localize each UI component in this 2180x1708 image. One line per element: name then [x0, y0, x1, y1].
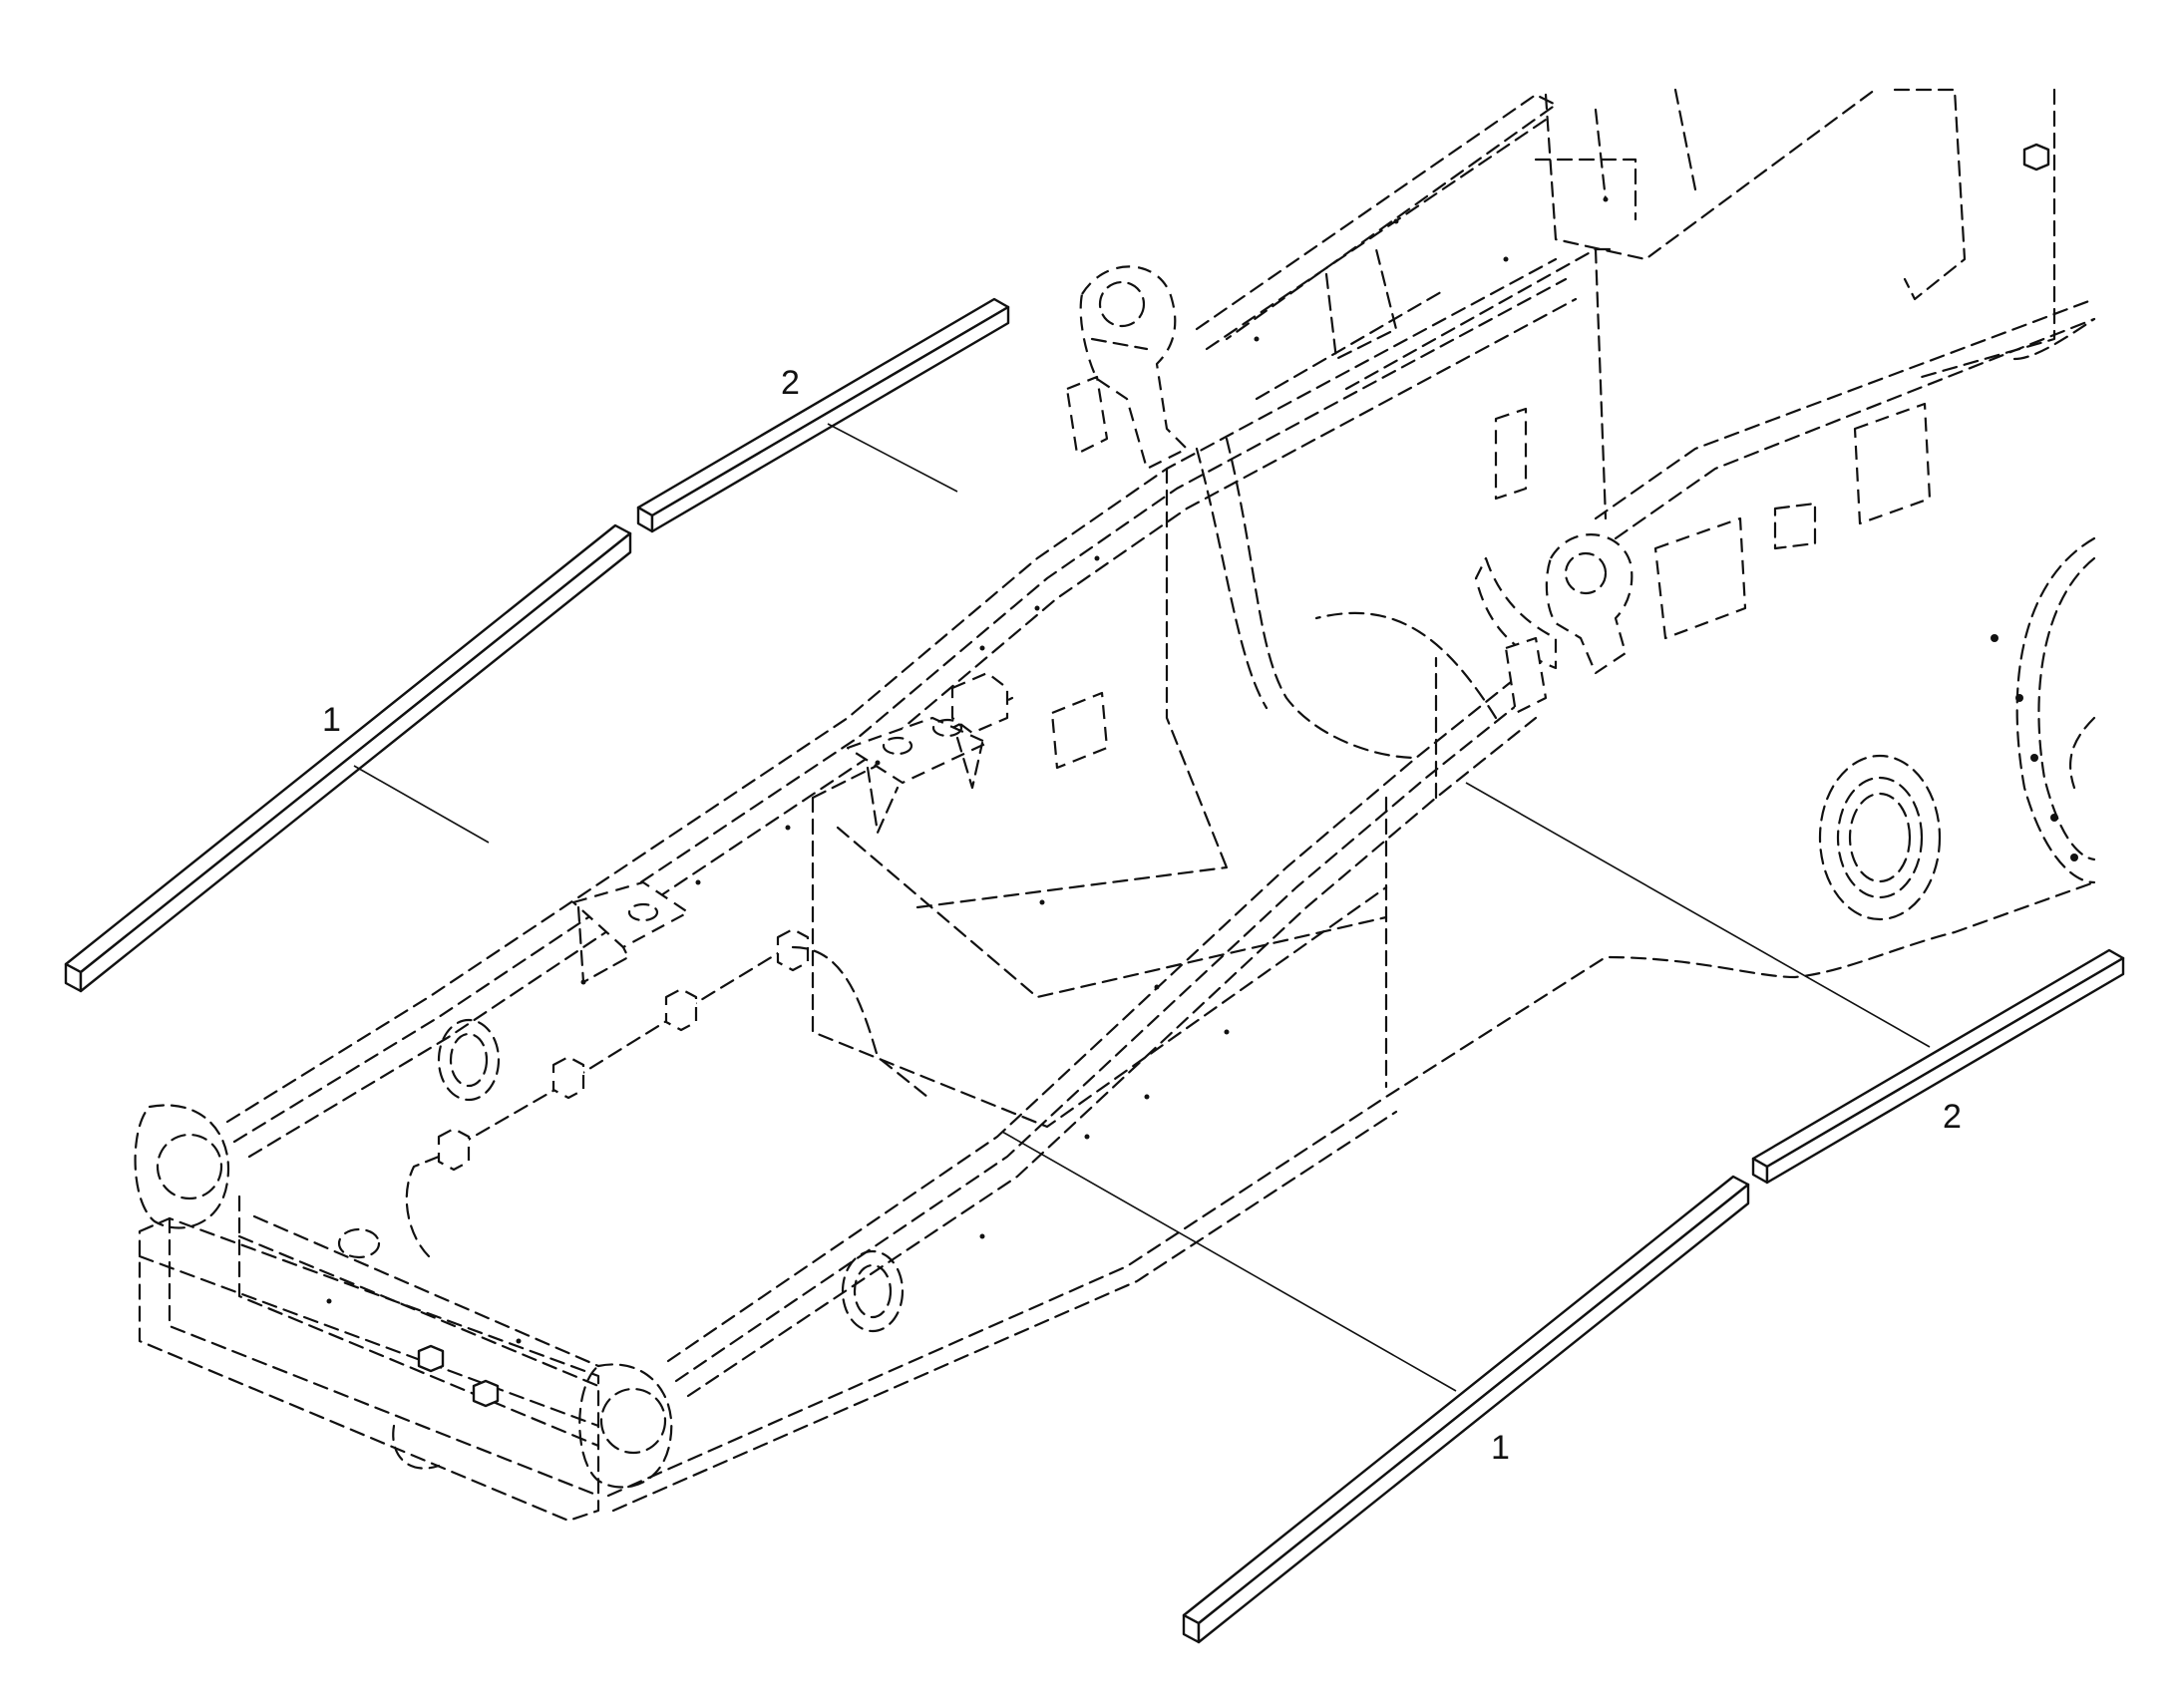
- strip-part-2-upper: [636, 297, 1010, 533]
- callout-labels: 1 2 1 2: [322, 364, 1962, 1467]
- callout-1-upper: 1: [322, 701, 341, 739]
- callout-1-lower: 1: [1491, 1429, 1510, 1467]
- strip-part-2-lower: [1751, 948, 2125, 1185]
- leader-2b: [1465, 782, 1931, 1048]
- leader-lines: [353, 423, 1931, 1392]
- lifting-eye-left: [1065, 265, 1189, 471]
- lifting-eye-right: [1504, 402, 1932, 715]
- callout-2-lower: 2: [1943, 1098, 1962, 1136]
- bolt-holes: [326, 196, 2078, 1344]
- brackets: [571, 407, 1558, 984]
- strip-part-1-upper: [64, 523, 632, 993]
- mounting-blocks: [437, 927, 929, 1172]
- vehicle-frame: [134, 88, 2096, 1523]
- callout-2-upper: 2: [781, 364, 800, 402]
- small-fittings: [392, 143, 2050, 1470]
- leader-2a: [827, 423, 958, 493]
- leader-1a: [353, 765, 490, 844]
- strip-part-1-lower: [1182, 1175, 1750, 1644]
- leader-1b: [1001, 1131, 1457, 1392]
